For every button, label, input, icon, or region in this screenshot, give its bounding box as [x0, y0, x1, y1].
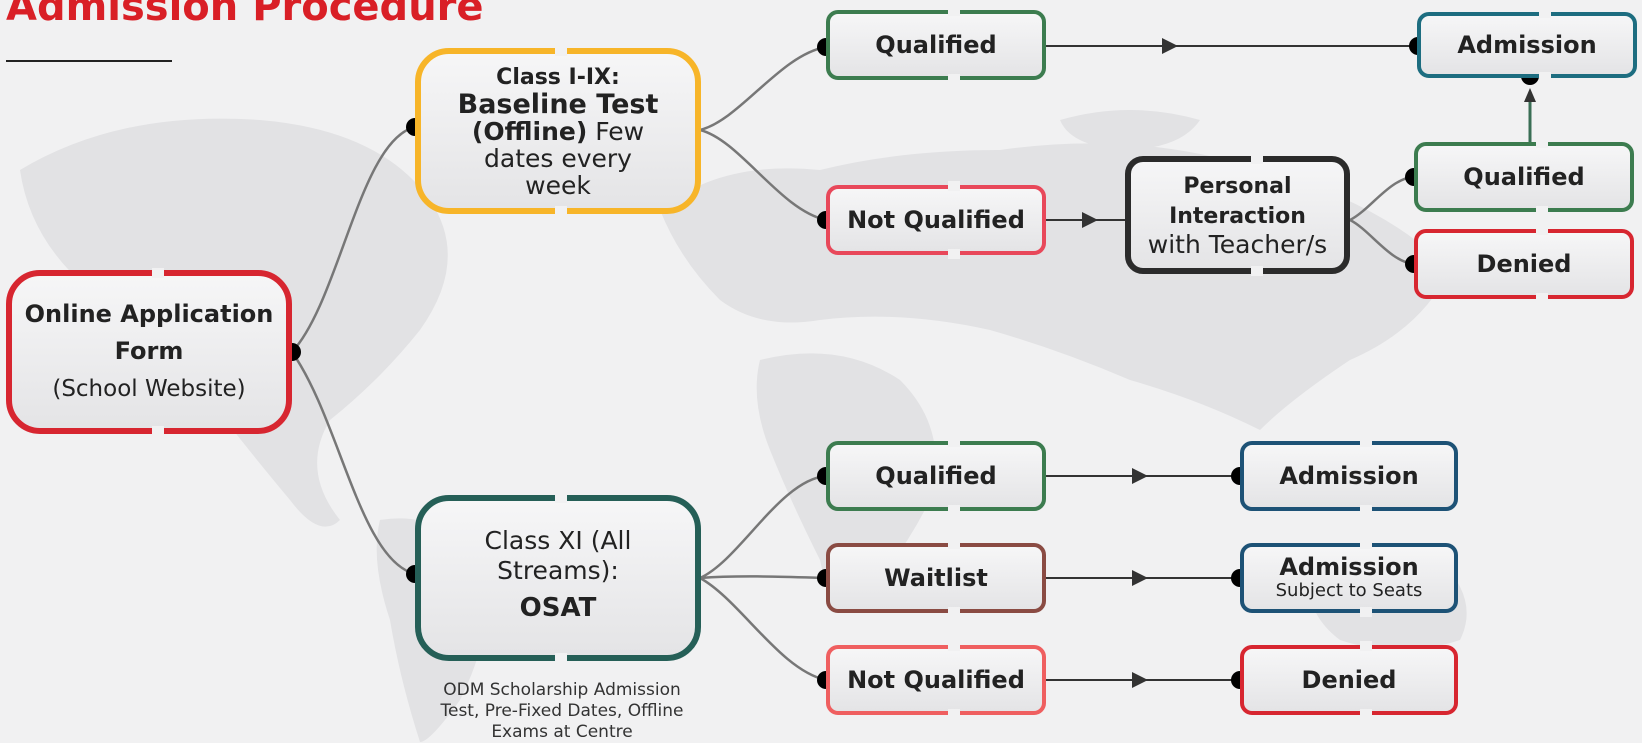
- link-class-1-9-to-qualified: [699, 45, 827, 132]
- denied-bottom-node: Denied: [1240, 641, 1458, 719]
- admission-top-label: Admission: [1457, 31, 1597, 59]
- admission-bottom-label: Admission: [1279, 462, 1419, 490]
- link-online-to-class-1-9: [291, 125, 416, 353]
- not-qualified-bottom-node: Not Qualified: [826, 641, 1046, 719]
- online-application-node: Online Application Form (School Website): [6, 268, 292, 436]
- qualified-right-node: Qualified: [1414, 138, 1634, 216]
- baseline-test-detail-3: week: [525, 170, 591, 200]
- admission-top-node: Admission: [1417, 8, 1637, 82]
- not-qualified-bottom-label: Not Qualified: [847, 666, 1025, 694]
- denied-right-label: Denied: [1476, 250, 1572, 278]
- link-online-to-class-11: [290, 351, 416, 576]
- qualified-right-label: Qualified: [1463, 163, 1585, 191]
- link-personal-to-qualified: [1349, 175, 1415, 222]
- class-11-label: Class XI (All Streams):: [484, 526, 632, 585]
- osat-note: ODM Scholarship Admission Test, Pre-Fixe…: [440, 680, 684, 742]
- admission-seats-subtitle: Subject to Seats: [1275, 580, 1423, 601]
- title-underline: [6, 60, 172, 62]
- denied-bottom-label: Denied: [1301, 666, 1397, 694]
- denied-right-node: Denied: [1414, 225, 1634, 303]
- admission-seats-title: Admission: [1279, 553, 1419, 581]
- waitlist-label: Waitlist: [884, 564, 988, 592]
- admission-seats-node: Admission Subject to Seats: [1240, 539, 1458, 617]
- admission-bottom-node: Admission: [1240, 437, 1458, 515]
- online-application-subtitle: (School Website): [52, 376, 246, 402]
- personal-interaction-node: Personal Interaction with Teacher/s: [1125, 154, 1350, 276]
- not-qualified-top-node: Not Qualified: [826, 181, 1046, 259]
- osat-label: OSAT: [519, 593, 597, 623]
- baseline-test-detail: (Offline) Few: [471, 116, 645, 146]
- baseline-test-label: Baseline Test: [457, 88, 659, 120]
- personal-interaction-title: Personal Interaction: [1169, 174, 1306, 229]
- class-1-9-label: Class I-IX:: [496, 64, 620, 90]
- qualified-bottom-node: Qualified: [826, 437, 1046, 515]
- link-personal-to-denied: [1349, 218, 1415, 266]
- link-class-1-9-to-not-qualified: [699, 128, 827, 222]
- qualified-top-label: Qualified: [875, 31, 997, 59]
- link-class-11-to-waitlist: [699, 575, 827, 580]
- not-qualified-top-label: Not Qualified: [847, 206, 1025, 234]
- qualified-top-node: Qualified: [826, 6, 1046, 84]
- personal-interaction-subtitle: with Teacher/s: [1147, 230, 1328, 259]
- class-11-node: Class XI (All Streams): OSAT: [415, 493, 701, 663]
- baseline-test-detail-2: dates every: [484, 143, 632, 173]
- link-class-11-to-qualified: [699, 474, 827, 580]
- class-1-9-node: Class I-IX: Baseline Test (Offline) Few …: [415, 46, 701, 216]
- waitlist-node: Waitlist: [826, 539, 1046, 617]
- online-application-title: Online Application Form: [24, 300, 274, 365]
- qualified-bottom-label: Qualified: [875, 462, 997, 490]
- link-class-11-to-not-qualified: [699, 576, 827, 682]
- page-title: Admission Procedure: [6, 0, 484, 30]
